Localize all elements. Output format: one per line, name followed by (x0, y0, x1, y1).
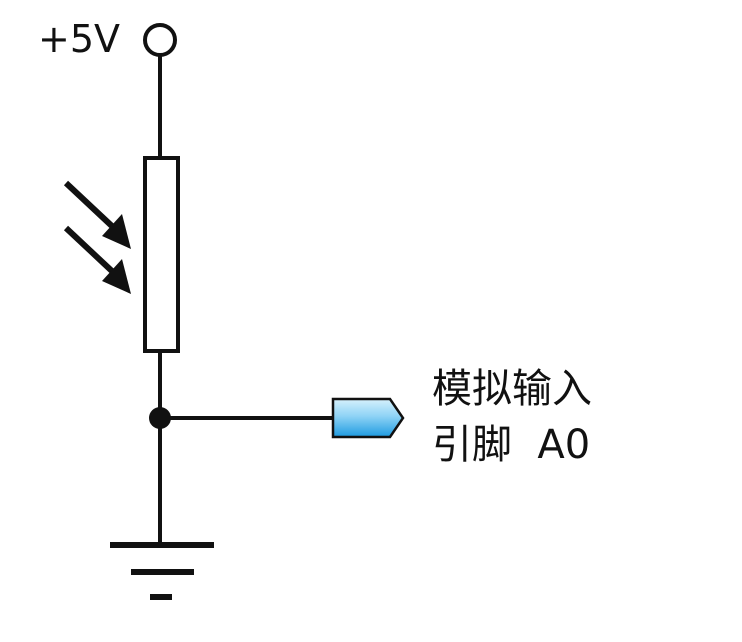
supply-voltage-label: +5V (38, 17, 120, 61)
light-arrow-upper-head (102, 214, 131, 249)
pin-a0-label: 引脚 A0 (432, 422, 590, 468)
output-connector-icon (331, 397, 405, 439)
light-arrow-lower-head (102, 259, 131, 294)
photoresistor-icon (143, 156, 180, 353)
ground-icon (110, 542, 214, 600)
supply-terminal-icon (143, 23, 177, 57)
light-arrows-icon (63, 180, 131, 294)
analog-input-label: 模拟输入 (432, 366, 592, 412)
light-arrow-lower-shaft (63, 225, 117, 276)
light-arrow-upper-shaft (63, 180, 117, 231)
